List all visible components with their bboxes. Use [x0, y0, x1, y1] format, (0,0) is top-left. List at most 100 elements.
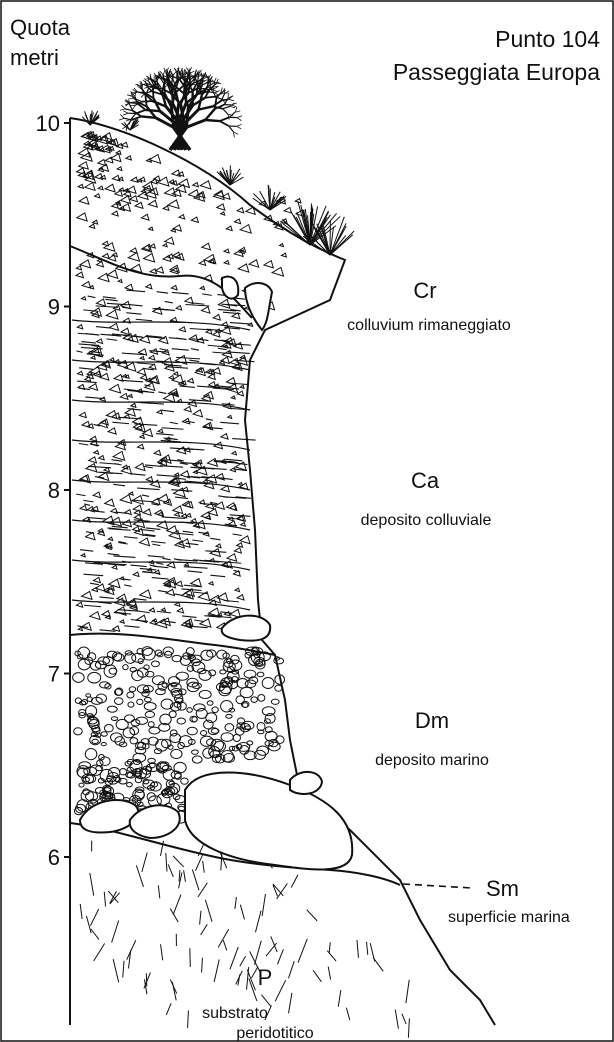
fracture — [104, 892, 105, 907]
fragment — [200, 619, 211, 627]
streak — [194, 592, 207, 594]
fragment — [86, 464, 97, 472]
pebble — [217, 650, 227, 659]
fragment — [240, 225, 251, 234]
fragment — [220, 361, 225, 365]
streak — [158, 392, 166, 394]
bedding-line — [72, 320, 250, 330]
fracture — [357, 940, 358, 958]
fragment — [140, 435, 145, 439]
fragment — [141, 190, 145, 193]
fragment — [213, 331, 220, 337]
fracture — [328, 967, 330, 980]
fragment — [106, 310, 118, 319]
streak — [105, 299, 117, 301]
fragment — [209, 582, 213, 585]
fragment — [82, 591, 92, 599]
fracture — [188, 1010, 189, 1027]
pebble — [212, 707, 218, 713]
fragment — [89, 384, 98, 391]
branch — [208, 79, 209, 87]
fragment — [130, 248, 137, 253]
fragment — [120, 495, 131, 504]
fragment — [112, 565, 117, 569]
streak — [220, 612, 232, 614]
fragment — [237, 208, 244, 213]
streak — [145, 465, 163, 467]
unit-ca-description: deposito colluviale — [361, 512, 492, 529]
streak — [88, 466, 111, 468]
cobble-6 — [222, 616, 270, 641]
pebble — [79, 783, 84, 787]
streak — [220, 422, 239, 424]
streak — [183, 531, 193, 533]
streak — [170, 422, 178, 424]
streak — [172, 292, 189, 294]
fracture — [127, 940, 136, 959]
pebble — [129, 687, 135, 692]
fracture — [266, 943, 277, 956]
pebble — [176, 672, 188, 680]
fracture — [395, 1010, 398, 1029]
streak — [185, 421, 194, 423]
fracture — [90, 909, 98, 926]
branch — [124, 118, 131, 120]
fragment — [144, 253, 155, 262]
branch — [236, 126, 241, 128]
pebble — [75, 698, 81, 703]
fragment — [96, 299, 105, 306]
fragment — [140, 590, 151, 599]
fragment — [184, 619, 193, 626]
fragment — [272, 267, 283, 276]
streak — [187, 571, 202, 573]
streak — [230, 515, 251, 517]
streak — [134, 520, 150, 522]
pebble — [169, 711, 176, 718]
fragment — [114, 305, 120, 310]
streak — [113, 556, 135, 558]
fracture — [161, 944, 163, 960]
fragment — [97, 339, 103, 344]
fragment — [76, 602, 82, 607]
streak — [198, 532, 209, 534]
fracture — [367, 942, 368, 955]
fragment — [237, 595, 244, 600]
fracture — [255, 911, 261, 933]
streak — [227, 517, 236, 519]
fragment — [179, 215, 185, 219]
fragment — [188, 378, 194, 383]
fragment — [149, 227, 153, 230]
streak — [88, 518, 106, 520]
unit-cr-description: colluvium rimaneggiato — [347, 317, 511, 334]
fragment — [149, 364, 156, 369]
fragment — [133, 505, 142, 512]
fragment — [104, 243, 115, 252]
title-punto: Punto 104 — [495, 26, 600, 52]
fracture — [158, 885, 159, 898]
fracture — [201, 924, 208, 935]
streak — [137, 363, 155, 365]
pebble — [123, 665, 128, 670]
fracture — [173, 895, 181, 915]
streak — [140, 568, 156, 570]
fracture — [179, 870, 180, 881]
fracture — [298, 939, 307, 963]
fragment — [202, 307, 210, 313]
fragment — [177, 608, 184, 613]
branch — [164, 84, 165, 94]
fracture — [223, 940, 226, 950]
pebble — [101, 742, 106, 745]
pebble — [187, 727, 197, 735]
pebble — [247, 741, 253, 745]
fragment — [227, 554, 237, 562]
branch — [132, 105, 135, 109]
streak — [161, 410, 173, 412]
streak — [85, 334, 99, 336]
streak — [81, 342, 96, 344]
fragment — [80, 505, 87, 510]
fragment — [81, 297, 85, 300]
fragment — [141, 214, 149, 220]
fragment — [227, 339, 236, 346]
pebble — [75, 804, 85, 813]
